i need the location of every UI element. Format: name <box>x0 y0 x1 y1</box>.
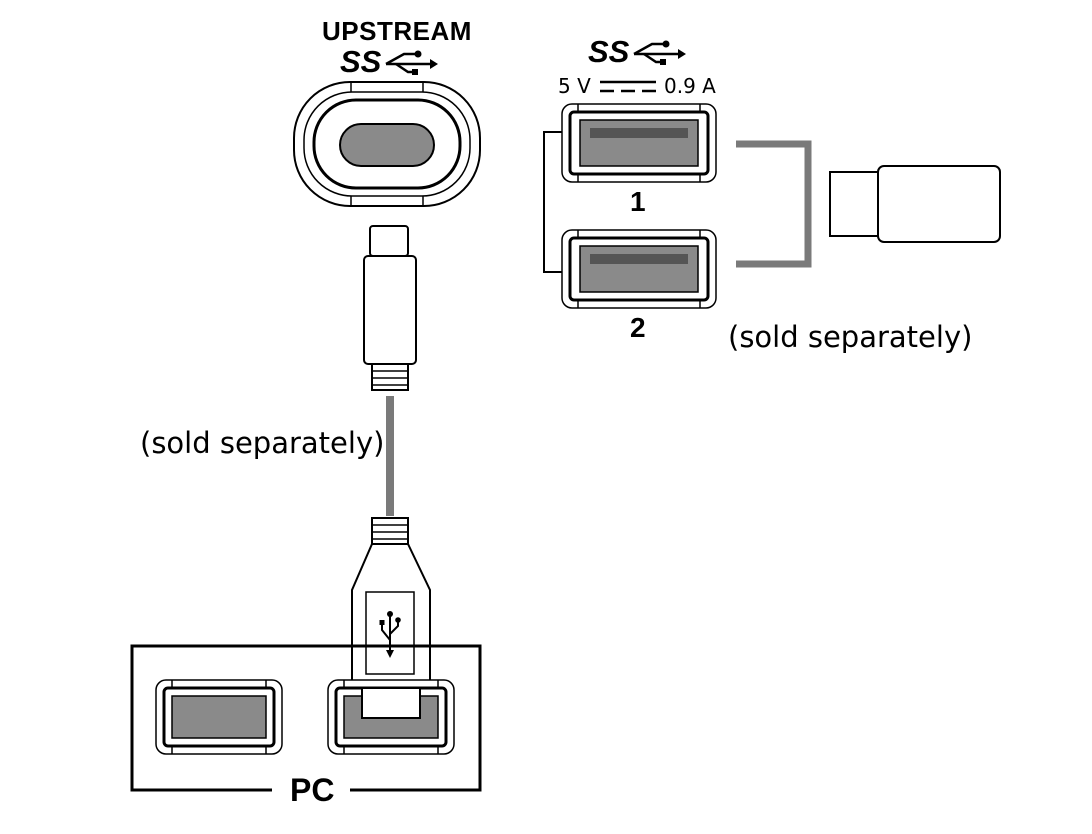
upstream-ss-mark: SS <box>340 44 382 79</box>
usb-superspeed-icon-downstream <box>633 40 686 65</box>
port-1-number: 1 <box>630 186 646 217</box>
usb-cable-wire <box>386 396 394 516</box>
pc-label: PC <box>290 772 335 808</box>
cable-sold-separately-label: (sold separately) <box>140 426 385 460</box>
current-label: 0.9 A <box>664 74 716 98</box>
usb-flash-drive <box>829 165 1001 243</box>
device-sold-separately-label: (sold separately) <box>728 320 973 354</box>
dc-power-icon <box>600 80 656 93</box>
usb-superspeed-icon <box>385 50 438 75</box>
upstream-title: UPSTREAM <box>322 16 472 46</box>
pc-enclosure <box>130 644 482 792</box>
downstream-usb-port-2 <box>561 229 717 309</box>
port-group-bracket <box>543 131 562 273</box>
downstream-usb-port-1 <box>561 103 717 183</box>
upstream-usb-c-port <box>293 81 481 207</box>
usb-c-cable-plug <box>363 225 417 391</box>
usb-device-cable <box>736 140 812 268</box>
pc-usb-port-empty <box>155 679 283 755</box>
voltage-label: 5 V <box>558 74 591 98</box>
usb-a-cable-plug <box>351 517 431 691</box>
downstream-ss-mark: SS <box>588 34 630 69</box>
port-2-number: 2 <box>630 312 646 343</box>
pc-usb-port-connected <box>327 679 455 755</box>
